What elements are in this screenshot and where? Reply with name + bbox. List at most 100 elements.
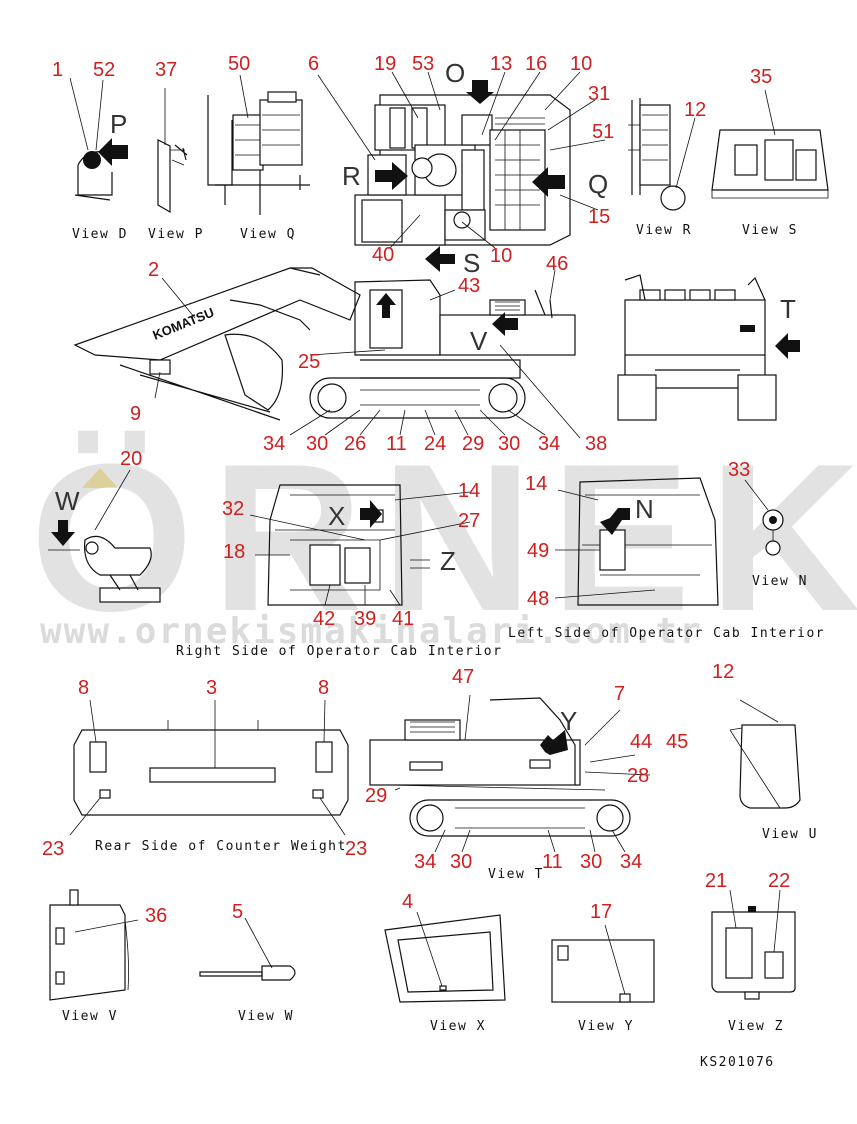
callout-13: 13 [490,53,512,75]
callout-16: 16 [525,53,547,75]
callout-41: 41 [392,608,414,630]
callout-29b: 29 [365,785,387,807]
view-x-label: View X [430,1019,486,1034]
right-cab-label: Right Side of Operator Cab Interior [176,644,502,659]
view-letter-s: S [463,248,480,278]
view-v-label: View V [62,1009,118,1024]
callout-3: 3 [206,677,217,699]
callout-10b: 10 [490,245,512,267]
view-p: 37 View P [148,59,204,242]
callout-23b: 23 [345,838,367,860]
view-letter-q: Q [588,169,608,199]
callout-10: 10 [570,53,592,75]
callout-11b: 11 [542,851,563,873]
callout-52: 52 [93,59,115,81]
callout-45: 45 [666,731,688,753]
callout-28: 28 [627,765,649,787]
view-letter-r: R [342,161,361,191]
callout-53: 53 [412,53,434,75]
arrow-icon [540,730,568,755]
callout-30d: 30 [580,851,602,873]
view-q: 50 View Q [207,53,310,242]
arrow-icon [532,167,565,197]
callout-12b: 12 [712,661,734,683]
view-letter-n: N [635,494,654,524]
callout-11: 11 [386,433,407,455]
watermark: ÖRNEK www.ornekismakinalari.com.tr [30,420,857,655]
callout-33: 33 [728,459,750,481]
callout-2: 2 [148,259,159,281]
watermark-brand: ÖRNEK [30,420,857,655]
callout-40: 40 [372,244,394,266]
counter-weight-label: Rear Side of Counter Weight [95,839,347,854]
view-letter-x: X [328,501,345,531]
callout-43: 43 [458,275,480,297]
view-y: 17 View Y [551,901,655,1034]
view-d: 1 52 P View D [52,59,128,242]
callout-37: 37 [155,59,177,81]
callout-49: 49 [527,540,549,562]
drawing-code: KS201076 [700,1055,775,1070]
view-letter-p: P [110,109,127,139]
view-letter-z: Z [440,546,456,576]
view-z-label: View Z [728,1019,784,1034]
callout-42: 42 [313,608,335,630]
callout-38: 38 [585,433,607,455]
callout-46: 46 [546,253,568,275]
arrow-icon [466,80,494,104]
top-plan-view: O R Q S 6 19 53 13 16 10 31 51 15 40 10 [308,53,614,278]
view-d-label: View D [72,227,128,242]
callout-48: 48 [527,588,549,610]
view-n: 33 View N [728,459,808,589]
callout-4: 4 [402,891,413,913]
view-v: 36 View V [49,889,167,1024]
callout-14b: 14 [525,473,547,495]
watermark-url: www.ornekismakinalari.com.tr [40,611,703,652]
view-w-lever: 5 View W [199,901,296,1024]
arrow-icon [376,293,396,318]
arrow-icon [51,520,75,546]
callout-6: 6 [308,53,319,75]
view-q-label: View Q [240,227,296,242]
callout-30c: 30 [450,851,472,873]
view-letter-o: O [445,58,465,88]
counter-weight: 8 3 8 23 23 Rear Side of Counter Weight [42,677,367,860]
callout-15: 15 [588,206,610,228]
callout-22: 22 [768,870,790,892]
view-r-label: View R [636,223,692,238]
callout-34: 34 [263,433,285,455]
callout-50: 50 [228,53,250,75]
callout-27: 27 [458,510,480,532]
callout-44: 44 [630,731,652,753]
callout-12: 12 [684,99,706,121]
callout-19: 19 [374,53,396,75]
arrow-icon [600,508,630,535]
view-w-label: View W [238,1009,294,1024]
callout-23: 23 [42,838,64,860]
arrow-icon [98,138,128,166]
callout-9: 9 [130,403,141,425]
view-n-label: View N [752,574,808,589]
view-letter-t: T [780,294,796,324]
view-t-label: View T [488,867,544,882]
rear-view: T [617,274,800,421]
boom-brand: KOMATSU [151,305,217,343]
callout-25: 25 [298,351,320,373]
callout-26: 26 [344,433,366,455]
view-s-label: View S [742,223,798,238]
callout-34b: 34 [538,433,560,455]
left-cab-label: Left Side of Operator Cab Interior [508,626,825,641]
view-letter-v: V [470,326,488,356]
callout-30b: 30 [498,433,520,455]
right-cab-interior: X Z 14 32 27 18 42 39 41 Right Side of O… [176,480,502,659]
callout-34c: 34 [414,851,436,873]
view-r: 12 View R [628,98,706,238]
callout-30: 30 [306,433,328,455]
arrow-icon [375,162,408,190]
view-p-label: View P [148,227,204,242]
callout-34d: 34 [620,851,642,873]
excavator-side-view: KOMATSU V 2 43 46 25 9 38 34 30 26 11 24… [73,253,607,455]
callout-5: 5 [232,901,243,923]
arrow-icon [425,246,455,272]
